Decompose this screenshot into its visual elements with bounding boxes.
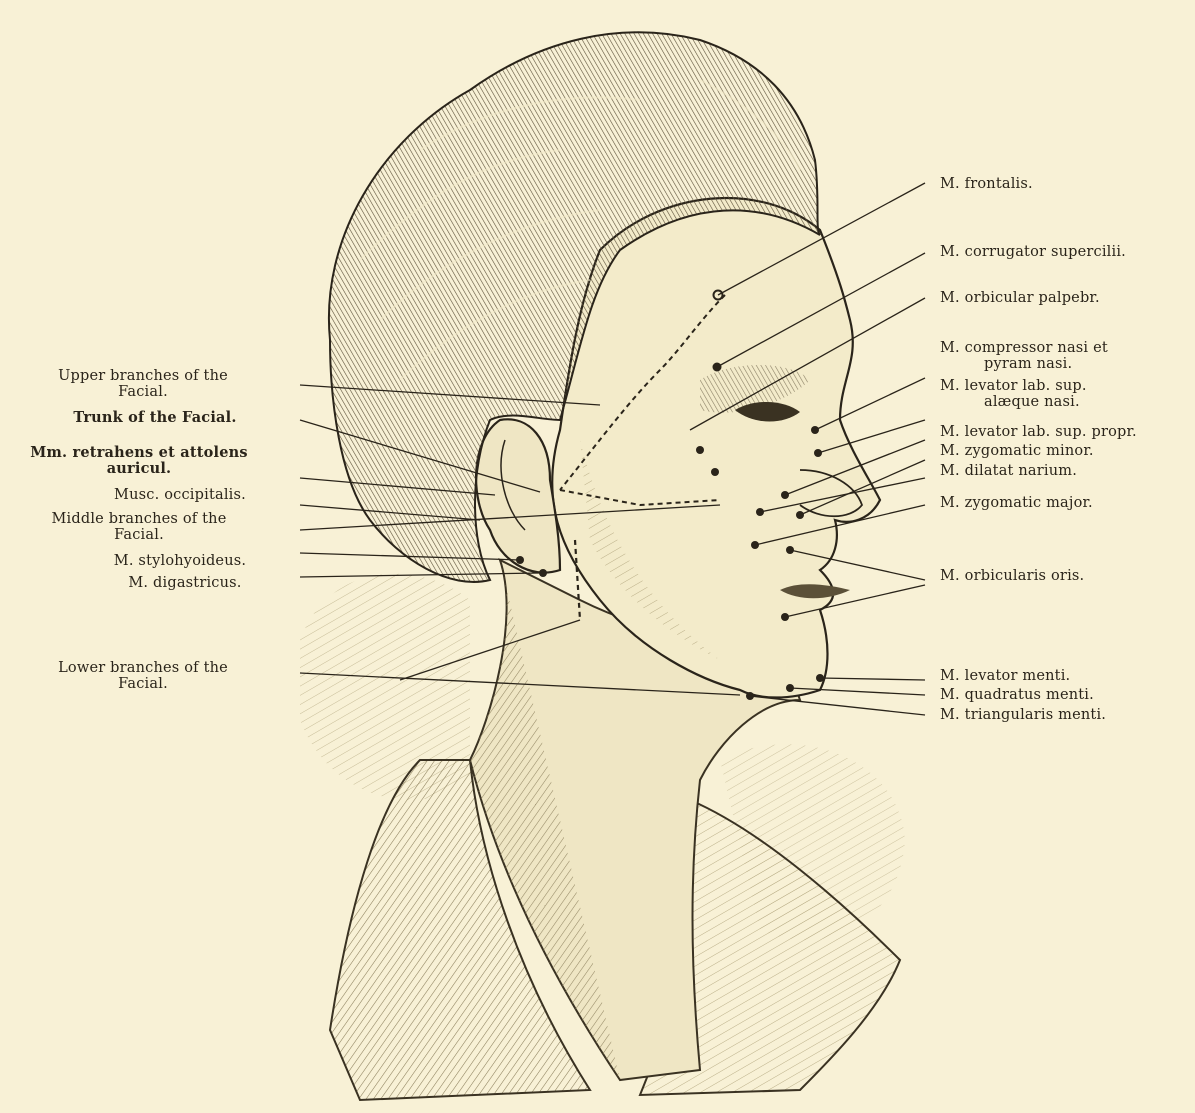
label-stylohyoideus: M. stylohyoideus.	[80, 553, 280, 569]
label-trunk-facial: Trunk of the Facial.	[40, 410, 270, 426]
label-levator-lab-sup-propr: M. levator lab. sup. propr.	[940, 424, 1137, 440]
label-line2: alæque nasi.	[940, 394, 1087, 410]
label-line1: Mm. retrahens et attolens	[4, 445, 274, 461]
label-line1: Musc. occipitalis.	[80, 487, 280, 503]
label-dilatat-narium: M. dilatat narium.	[940, 463, 1077, 479]
label-orbicular-palpebr: M. orbicular palpebr.	[940, 290, 1100, 306]
label-line1: M. digastricus.	[95, 575, 275, 591]
label-levator-menti: M. levator menti.	[940, 668, 1070, 684]
ear	[476, 419, 560, 572]
label-line1: M. levator menti.	[940, 668, 1070, 684]
label-compressor-nasi: M. compressor nasi et pyram nasi.	[940, 340, 1108, 372]
label-triangularis-menti: M. triangularis menti.	[940, 707, 1106, 723]
label-line1: Lower branches of the	[8, 660, 278, 676]
label-line1: M. frontalis.	[940, 176, 1033, 192]
label-line1: M. orbicularis oris.	[940, 568, 1084, 584]
label-upper-branches-facial: Upper branches of the Facial.	[8, 368, 278, 400]
label-line1: M. levator lab. sup. propr.	[940, 424, 1137, 440]
label-line1: M. levator lab. sup.	[940, 378, 1087, 394]
label-line1: M. corrugator supercilii.	[940, 244, 1126, 260]
label-retrahens-attolens: Mm. retrahens et attolens auricul.	[4, 445, 274, 477]
label-line1: M. stylohyoideus.	[80, 553, 280, 569]
label-quadratus-menti: M. quadratus menti.	[940, 687, 1094, 703]
label-line2: Facial.	[8, 676, 278, 692]
label-line1: M. orbicular palpebr.	[940, 290, 1100, 306]
label-lower-branches-facial: Lower branches of the Facial.	[8, 660, 278, 692]
label-line1: Upper branches of the	[8, 368, 278, 384]
label-line1: M. zygomatic major.	[940, 495, 1093, 511]
label-corrugator-supercilii: M. corrugator supercilii.	[940, 244, 1126, 260]
label-musc-occipitalis: Musc. occipitalis.	[80, 487, 280, 503]
label-line2: Facial.	[4, 527, 274, 543]
label-line2: Facial.	[8, 384, 278, 400]
label-line1: M. compressor nasi et	[940, 340, 1108, 356]
label-line1: M. dilatat narium.	[940, 463, 1077, 479]
label-zygomatic-minor: M. zygomatic minor.	[940, 443, 1094, 459]
label-line1: M. zygomatic minor.	[940, 443, 1094, 459]
label-line1: Middle branches of the	[4, 511, 274, 527]
label-frontalis: M. frontalis.	[940, 176, 1033, 192]
label-levator-lab-sup: M. levator lab. sup. alæque nasi.	[940, 378, 1087, 410]
label-line2: pyram nasi.	[940, 356, 1108, 372]
label-digastricus: M. digastricus.	[95, 575, 275, 591]
label-zygomatic-major: M. zygomatic major.	[940, 495, 1093, 511]
label-middle-branches-facial: Middle branches of the Facial.	[4, 511, 274, 543]
label-line1: M. quadratus menti.	[940, 687, 1094, 703]
label-line1: M. triangularis menti.	[940, 707, 1106, 723]
label-line2: auricul.	[4, 461, 274, 477]
label-line1: Trunk of the Facial.	[40, 410, 270, 426]
label-orbicularis-oris: M. orbicularis oris.	[940, 568, 1084, 584]
